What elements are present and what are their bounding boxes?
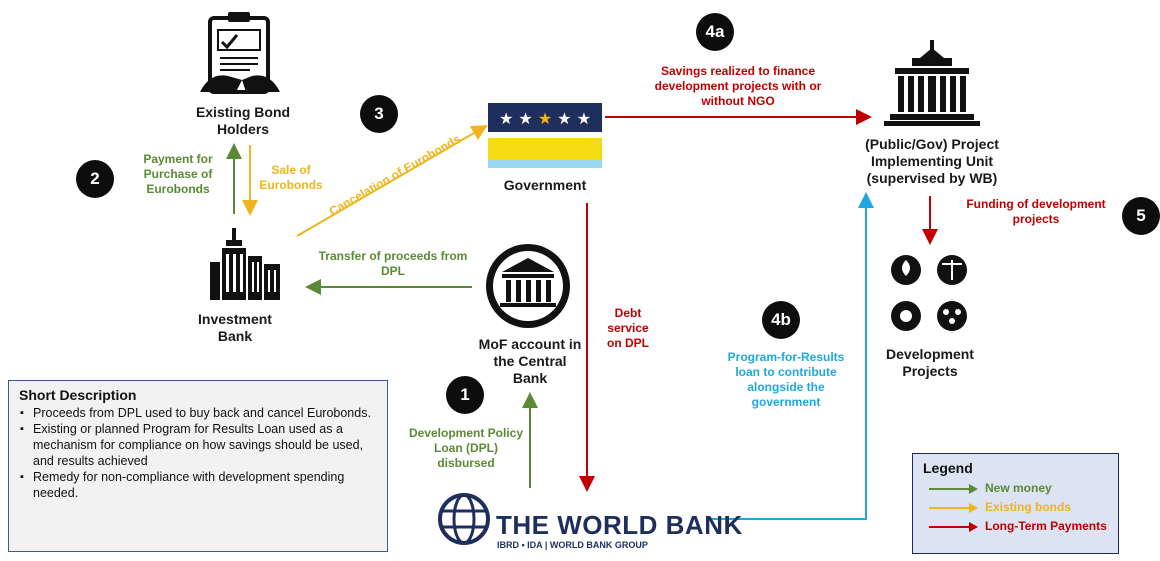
arrow-pfr — [710, 192, 874, 520]
step-4a-badge: 4a — [696, 13, 734, 51]
legend-item-existing-bonds: Existing bonds — [923, 499, 1108, 518]
step-3-badge: 3 — [360, 95, 398, 133]
arrow-cancelation — [296, 124, 488, 237]
step-4b-badge: 4b — [762, 301, 800, 339]
payment-purchase-label: Payment for Purchase of Eurobonds — [143, 152, 213, 196]
description-item: Existing or planned Program for Results … — [20, 421, 377, 469]
world-bank-title: THE WORLD BANK — [496, 510, 743, 540]
funding-label: Funding of development projects — [966, 197, 1106, 226]
transfer-label: Transfer of proceeds from DPL — [318, 249, 468, 278]
bank-icon — [486, 244, 570, 328]
legend-item-long-term-payments: Long-Term Payments — [923, 518, 1108, 537]
world-bank-subtitle: IBRD • IDA | WORLD BANK GROUP — [497, 540, 648, 550]
government-building-icon — [884, 40, 980, 126]
short-description-title: Short Description — [19, 387, 137, 403]
investment-bank-label: Investment Bank — [198, 311, 272, 344]
skyscraper-icon — [210, 228, 280, 300]
savings-label: Savings realized to finance development … — [654, 64, 822, 108]
flag-icon: ★ ★ ★ ★ ★ — [488, 103, 602, 168]
pfr-label: Program-for-Results loan to contribute a… — [727, 350, 845, 409]
legend-box: Legend New money Existing bonds Long-Ter… — [912, 453, 1119, 554]
piu-label: (Public/Gov) Project Implementing Unit (… — [865, 136, 999, 186]
bond-holders-label: Existing Bond Holders — [195, 104, 291, 137]
sale-eurobonds-label: Sale of Eurobonds — [259, 163, 323, 192]
bond-document-icon — [200, 12, 280, 94]
short-description-box: Short Description Proceeds from DPL used… — [8, 380, 388, 552]
step-2-badge: 2 — [76, 160, 114, 198]
step-1-badge: 1 — [446, 376, 484, 414]
description-item: Proceeds from DPL used to buy back and c… — [20, 405, 377, 421]
svg-text:★ ★ ★ ★ ★: ★ ★ ★ ★ ★ — [499, 109, 591, 128]
short-description-list: Proceeds from DPL used to buy back and c… — [19, 405, 377, 501]
legend-item-new-money: New money — [923, 480, 1108, 499]
step-5-badge: 5 — [1122, 197, 1160, 235]
dpl-label: Development Policy Loan (DPL) disbursed — [408, 426, 524, 470]
dev-projects-label: Development Projects — [886, 346, 974, 379]
government-label: Government — [503, 177, 587, 193]
globe-icon — [438, 493, 490, 545]
mof-label: MoF account in the Central Bank — [478, 336, 582, 386]
development-icons — [891, 255, 967, 331]
legend-title: Legend — [923, 460, 973, 476]
description-item: Remedy for non-compliance with developme… — [20, 469, 377, 501]
debt-service-label: Debt service on DPL — [607, 306, 649, 350]
